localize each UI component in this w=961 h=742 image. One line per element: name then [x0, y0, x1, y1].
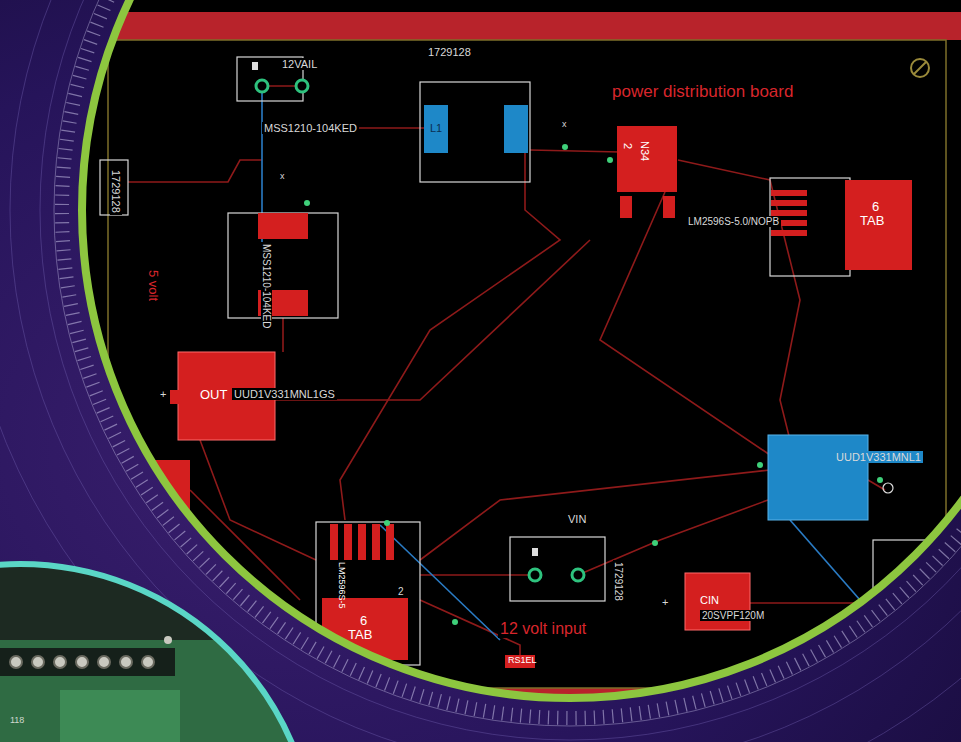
- pad: [620, 196, 632, 218]
- inductor-outline: [420, 82, 530, 182]
- part-label: 5 volt: [146, 270, 160, 301]
- diode-body: [617, 126, 677, 192]
- part-label: LM2596S-5: [336, 562, 346, 609]
- vias: [304, 144, 883, 625]
- part-label: UUD1V331MNL1: [834, 451, 923, 463]
- part-label: TAB: [348, 628, 372, 642]
- part-label: 2: [396, 586, 406, 597]
- part-label: MSS1210-104KED: [261, 242, 272, 331]
- part-label: RS1EL: [508, 656, 537, 666]
- mount-hole: [911, 59, 929, 77]
- part-label: 20SVPF120M: [700, 610, 766, 621]
- part-label: x: [280, 172, 285, 182]
- pad: [170, 390, 184, 404]
- pad: [572, 569, 584, 581]
- part-label: 12 volt input: [498, 620, 588, 638]
- part-label: TAB: [860, 214, 884, 228]
- mount-hole-slot: [914, 62, 926, 74]
- photo-inset: [0, 560, 320, 742]
- part-label: +: [160, 388, 166, 400]
- pin: [344, 524, 352, 560]
- part-label: 2: [622, 143, 634, 149]
- regulator-outline: [316, 522, 420, 665]
- inductor-outline: [228, 213, 338, 318]
- pin: [372, 524, 380, 560]
- bottom-traces: [262, 90, 860, 640]
- pin: [771, 230, 807, 236]
- part-label: UUD1V331MNL1GS: [232, 388, 337, 400]
- connector-outline: [510, 537, 605, 601]
- regulator-outline: [770, 178, 850, 276]
- pad: [529, 569, 541, 581]
- pad: [256, 80, 268, 92]
- pad: [258, 213, 308, 239]
- part-label: 1729128: [428, 46, 471, 58]
- pin: [330, 524, 338, 560]
- part-label: 6: [872, 200, 879, 214]
- part-label: N34: [639, 141, 651, 161]
- pin: [771, 200, 807, 206]
- pin: [386, 524, 394, 560]
- part-label: 12VAIL: [280, 58, 319, 70]
- part-label: CIN: [700, 594, 719, 606]
- part-label: +: [662, 596, 668, 608]
- pad: [504, 105, 528, 153]
- pin-mark: [252, 62, 258, 70]
- connector-outline: [100, 160, 128, 215]
- board-title: power distribution board: [612, 83, 793, 102]
- part-label: LM2596S-5.0/NOPB: [686, 216, 781, 227]
- part-label: 1729128: [613, 560, 624, 603]
- via: [883, 483, 893, 493]
- part-label: 118: [10, 716, 24, 726]
- part-label: VIN: [566, 513, 588, 525]
- capacitor: [685, 573, 750, 630]
- photo-ring: [0, 564, 316, 742]
- pad: [296, 80, 308, 92]
- pin: [771, 190, 807, 196]
- top-band: [60, 12, 961, 40]
- part-label: MSS1210-104KED: [262, 122, 359, 134]
- part-label: 6: [360, 614, 367, 628]
- tab-pad: [845, 180, 912, 270]
- pad: [424, 105, 448, 153]
- capacitor: [768, 435, 868, 520]
- part-label: 1729128: [110, 168, 122, 215]
- part-label: L1: [430, 122, 442, 134]
- board-outline: [108, 40, 946, 688]
- part-label: OUT: [200, 388, 227, 402]
- pad: [663, 196, 675, 218]
- frame-ring: [82, 0, 961, 698]
- part-label: x: [562, 120, 567, 130]
- pin: [358, 524, 366, 560]
- pin-mark: [532, 548, 538, 556]
